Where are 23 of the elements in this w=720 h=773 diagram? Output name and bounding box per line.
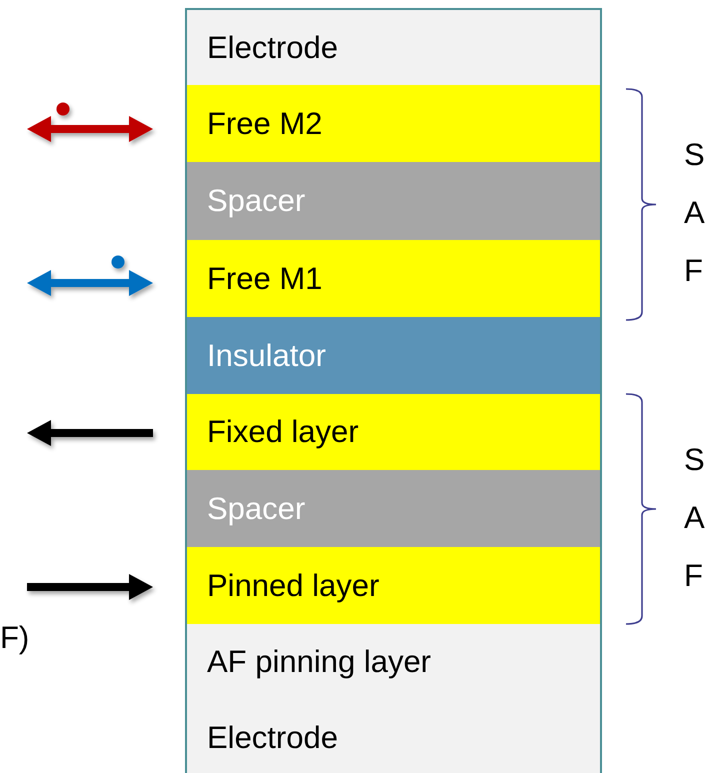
- layer-label: Free M2: [207, 106, 322, 142]
- layer-box: [185, 394, 602, 472]
- layer-label: Spacer: [207, 490, 306, 526]
- layer-box: [185, 317, 602, 396]
- layer-label: Insulator: [207, 338, 326, 374]
- layer-box: [185, 240, 602, 319]
- layer-box: [185, 162, 602, 242]
- structure-label: SAF: [684, 136, 706, 290]
- layer-label: Electrode: [207, 720, 338, 756]
- structure-label: SAF: [684, 441, 706, 595]
- layer-box: [185, 470, 602, 549]
- layer-label: Electrode: [207, 30, 338, 66]
- layer-label: Free M1: [207, 260, 322, 296]
- layer-box: [185, 700, 602, 773]
- layer-label: Spacer: [207, 183, 306, 219]
- layer-label: AF pinning layer: [207, 644, 432, 680]
- layer-box: [185, 85, 602, 164]
- layer-box: [185, 624, 602, 702]
- layer-box: [185, 8, 602, 87]
- text-label: F): [0, 620, 30, 656]
- layer-box: [185, 547, 602, 626]
- layer-label: Pinned layer: [207, 568, 380, 604]
- layer-label: Fixed layer: [207, 414, 359, 450]
